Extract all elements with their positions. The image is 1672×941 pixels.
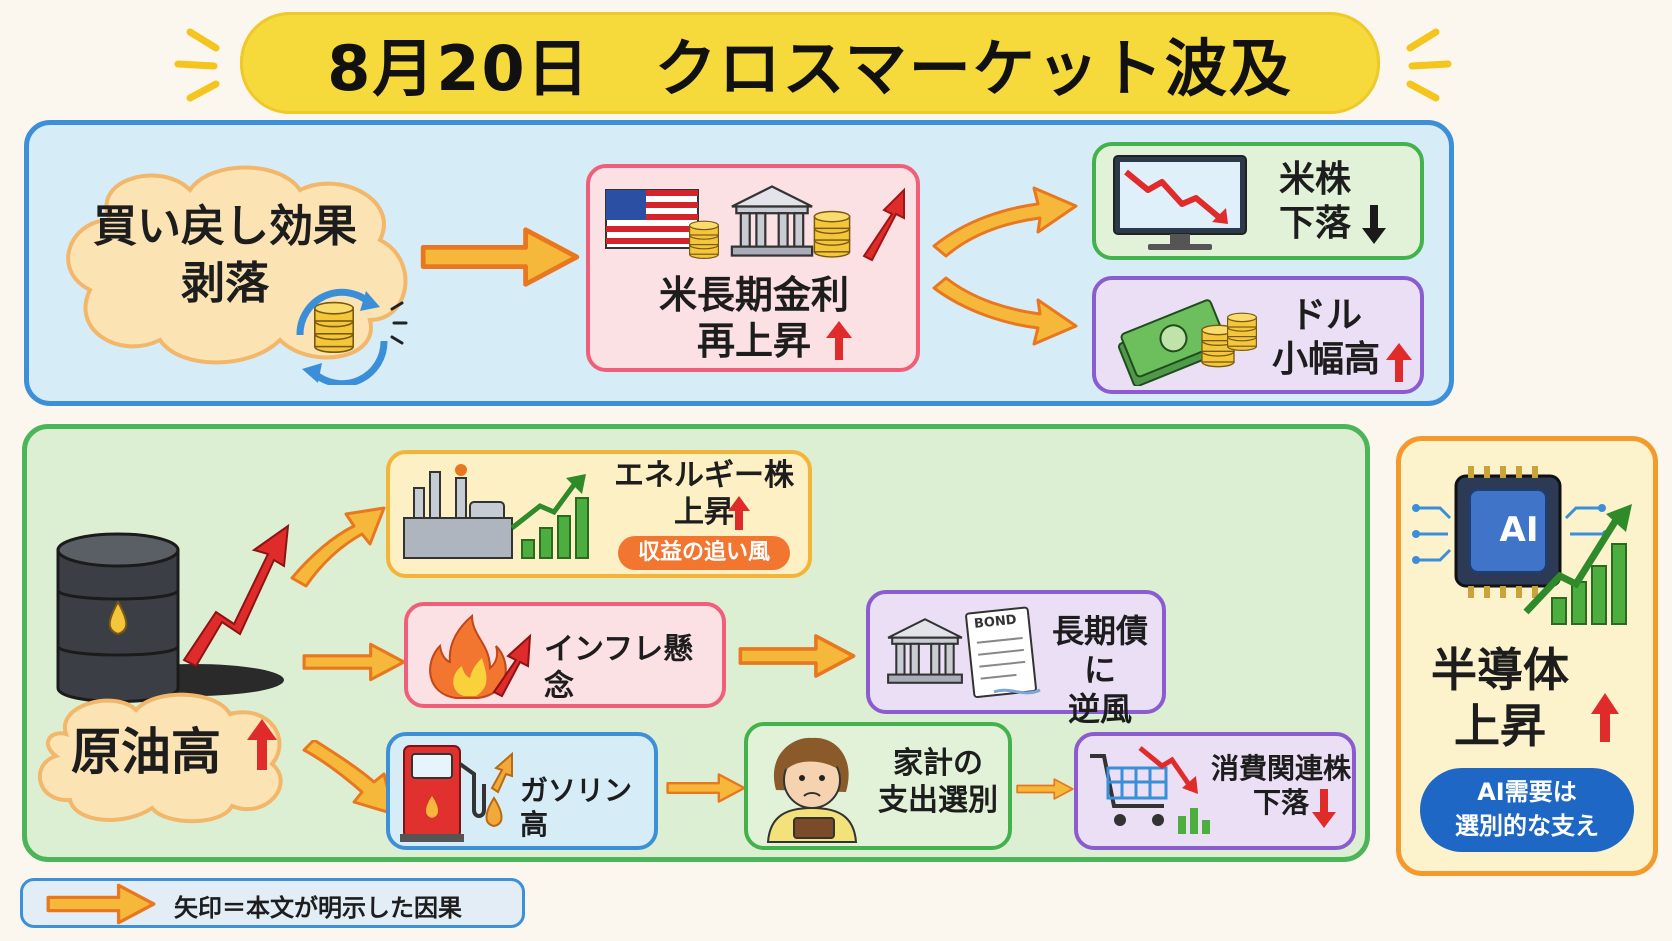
gasoline-high-label: ガソリン高 xyxy=(520,774,633,842)
ai-chip-icon xyxy=(1412,466,1632,625)
up-arrow-icon xyxy=(247,719,277,770)
ai-demand-badge: AI需要は 選別的な支え xyxy=(1420,768,1634,852)
fire-icon xyxy=(429,613,532,699)
up-arrow-icon xyxy=(728,496,750,530)
consumer-stocks-down-label: 消費関連株 下落 xyxy=(1210,752,1351,820)
arrow-inflation-to-bond xyxy=(738,633,856,679)
page-title: 8月20日 クロスマーケット波及 xyxy=(327,32,1293,105)
arrow-yield-to-stocks xyxy=(932,186,1078,258)
bank-bond-icon xyxy=(886,606,1041,699)
up-arrow-icon xyxy=(826,321,852,360)
up-arrow-icon xyxy=(1386,343,1412,382)
coin-cycle-icon xyxy=(296,288,408,385)
title-banner: 8月20日 クロスマーケット波及 xyxy=(240,12,1380,114)
dollar-up-label: ドル 小幅高 xyxy=(1271,295,1380,380)
long-bond-headwind-label: 長期債に 逆風 xyxy=(1051,612,1148,729)
arrow-household-to-consumer xyxy=(1016,777,1074,801)
factory-chart-icon xyxy=(403,464,589,559)
energy-stocks-up-label: エネルギー株 上昇 xyxy=(614,458,794,530)
legend-arrow-icon xyxy=(46,883,156,925)
arrow-yield-to-dollar xyxy=(932,276,1078,346)
arrow-oil-to-gasoline xyxy=(302,740,396,816)
worried-person-icon xyxy=(766,737,858,843)
monitor-down-chart-icon xyxy=(1113,155,1247,250)
legend-text: 矢印＝本文が明示した因果 xyxy=(174,894,462,922)
arrow-oil-to-inflation xyxy=(302,642,406,682)
semiconductor-up-label: 半導体 上昇 xyxy=(1431,643,1569,754)
ai-chip-label: AI xyxy=(1499,510,1539,550)
oil-cloud-shape xyxy=(37,692,283,824)
arrow-gasoline-to-household xyxy=(666,772,746,804)
cash-coins-icon xyxy=(1117,299,1258,386)
up-arrow-icon xyxy=(1591,693,1619,742)
cart-down-chart-icon xyxy=(1090,746,1210,834)
down-arrow-icon xyxy=(1362,205,1386,244)
bank-icon xyxy=(730,185,814,257)
us-long-yield-box xyxy=(586,164,920,372)
sparkle-right-icon xyxy=(1406,28,1452,102)
household-spending-selection-label: 家計の 支出選別 xyxy=(878,746,998,818)
tailwind-badge: 収益の追い風 xyxy=(618,536,790,570)
source-oil-rise: 原油高 xyxy=(71,723,221,781)
arrow-source-to-yield xyxy=(420,225,580,289)
us-flag-icon xyxy=(605,189,699,249)
sparkle-left-icon xyxy=(174,28,220,102)
inflation-concern-label: インフレ懸念 xyxy=(544,632,694,704)
flag-bank-icons xyxy=(605,185,905,262)
oil-barrel-icon xyxy=(56,523,290,703)
us-stocks-down-label: 米株 下落 xyxy=(1278,159,1351,244)
yield-rise-label: 米長期金利 再上昇 xyxy=(658,273,849,364)
gas-pump-icon xyxy=(400,745,513,842)
source-short-covering-fade: 買い戻し効果 剥落 xyxy=(93,201,357,310)
arrow-oil-to-energy xyxy=(290,506,386,588)
down-arrow-icon xyxy=(1312,789,1336,828)
